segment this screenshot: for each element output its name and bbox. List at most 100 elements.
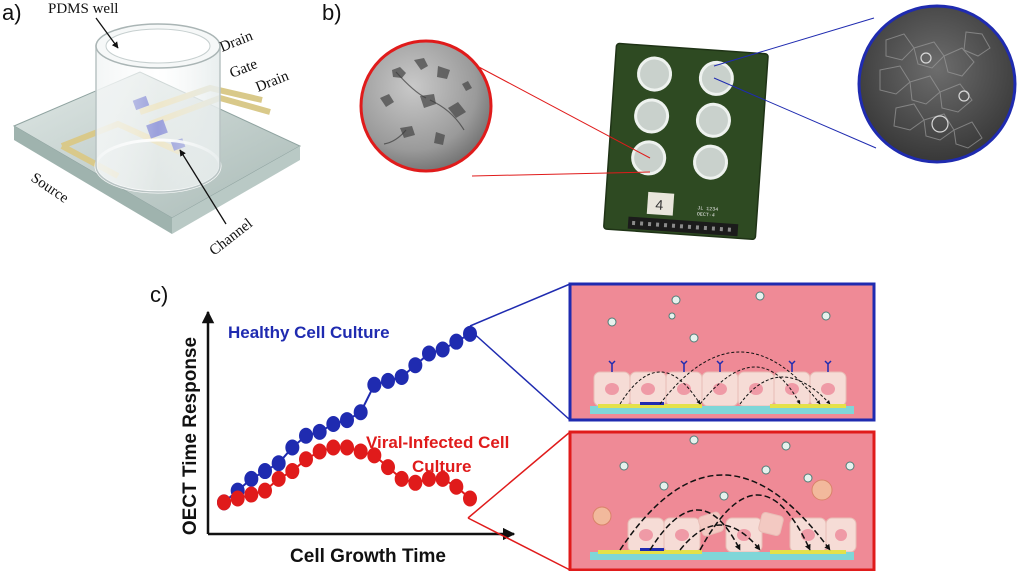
series-0-point-5 <box>285 439 300 456</box>
panel-letter-b: b) <box>322 0 342 25</box>
infected-series-label-line-1: Viral-Infected Cell <box>366 433 509 452</box>
healthy-receptors <box>608 360 832 372</box>
series-0-point-11 <box>367 376 382 393</box>
healthy-electrode-right <box>770 404 846 408</box>
board-well-6 <box>693 144 729 180</box>
series-1-point-18 <box>463 490 477 507</box>
series-1-point-0 <box>217 494 231 511</box>
series-0-point-9 <box>340 412 354 429</box>
series-1-point-9 <box>340 439 354 456</box>
healthy-cell-nuclei <box>920 52 970 133</box>
pdms-well-body <box>95 45 221 193</box>
series-1-point-14 <box>408 474 423 491</box>
board-well-1 <box>637 56 673 92</box>
board-well-4 <box>695 102 731 138</box>
board-connector-pins <box>631 220 732 232</box>
panel-letter-c: c) <box>150 282 168 307</box>
response-panel: c) OECT Time Response Cell Growth Time H… <box>150 282 876 571</box>
series-0-point-10 <box>353 404 368 421</box>
series-1-point-4 <box>271 470 286 487</box>
series-0-point-2 <box>244 470 259 487</box>
chart-series <box>217 325 477 511</box>
series-0-point-6 <box>299 427 313 444</box>
label-source: Source <box>28 170 72 207</box>
board-wells <box>631 56 734 180</box>
y-axis-title: OECT Time Response <box>180 337 201 535</box>
healthy-micrograph-border <box>857 4 1017 164</box>
infected-ion-paths <box>619 474 831 551</box>
pdms-well-inner <box>105 28 211 64</box>
channel-pointer <box>179 149 227 225</box>
series-1-point-1 <box>230 490 245 507</box>
infected-micrograph <box>359 39 493 173</box>
healthy-virus-particles <box>607 291 831 343</box>
zoom-line-blue-bottom <box>713 77 877 149</box>
healthy-connector-bottom <box>469 329 571 421</box>
svg-text:OECT-4: OECT-4 <box>697 211 715 218</box>
label-pdms-well: PDMS well <box>48 1 118 17</box>
series-1-point-11 <box>367 447 382 464</box>
panel-letter-a: a) <box>2 0 22 25</box>
label-channel: Channel <box>207 216 256 259</box>
series-0-point-17 <box>449 333 464 350</box>
series-1-point-15 <box>422 470 436 487</box>
infected-virus-particles <box>619 435 855 501</box>
series-1-point-6 <box>299 451 313 468</box>
glass-slide-edge-right <box>172 146 300 234</box>
healthy-culture-schematic <box>568 282 876 422</box>
healthy-substrate <box>590 406 854 414</box>
healthy-channel <box>640 402 664 405</box>
board-well-2 <box>698 60 734 96</box>
series-0-point-7 <box>312 423 327 440</box>
x-axis-title: Cell Growth Time <box>290 546 446 567</box>
board-label-area <box>646 191 675 216</box>
healthy-series-label: Healthy Cell Culture <box>228 323 390 342</box>
infected-series-label-line-2: Culture <box>412 457 472 476</box>
device-photo-panel: b) 4 JL 1234 OECT-4 <box>322 0 1017 241</box>
series-0-point-15 <box>422 345 436 362</box>
zoom-line-red-bottom <box>471 171 651 177</box>
device-illustration: a) PDMS well Drain Gate Drain Source Cha… <box>2 0 302 259</box>
series-1-point-13 <box>394 470 409 487</box>
zoom-line-blue-top <box>713 17 875 67</box>
circuit-board <box>603 42 769 241</box>
svg-text:JL 1234: JL 1234 <box>697 205 718 212</box>
glass-slide-edge <box>14 126 172 234</box>
board-number: 4 <box>655 196 664 213</box>
infected-series-label: Viral-Infected Cell Culture <box>366 433 514 476</box>
series-0-point-18 <box>463 325 477 342</box>
series-0-point-13 <box>394 368 409 385</box>
series-1-point-2 <box>244 486 259 503</box>
series-0-point-14 <box>408 357 423 374</box>
series-1-point-8 <box>326 439 341 456</box>
infected-culture-schematic <box>568 430 876 571</box>
series-1-point-16 <box>435 470 450 487</box>
series-0-point-12 <box>381 372 395 389</box>
series-0-point-3 <box>258 463 272 480</box>
infected-substrate <box>590 552 854 560</box>
circuit-board-photo: 4 JL 1234 OECT-4 <box>603 42 769 241</box>
zoom-line-red-top <box>461 57 651 159</box>
pdms-well-pointer <box>95 17 119 49</box>
healthy-connector-top <box>469 283 571 327</box>
label-drain-top: Drain <box>218 28 256 56</box>
healthy-cell-nuclei-schematic <box>605 383 835 395</box>
infected-connector-top <box>467 431 571 519</box>
label-drain-right: Drain <box>254 68 292 96</box>
infected-blebbing-cells <box>592 479 833 526</box>
board-silkscreen: JL 1234 OECT-4 <box>697 205 719 218</box>
series-1-point-17 <box>449 478 464 495</box>
series-1-point-10 <box>353 443 368 460</box>
series-1-point-5 <box>285 463 300 480</box>
board-well-3 <box>634 98 670 134</box>
healthy-micrograph <box>857 4 1017 164</box>
infected-channel <box>640 548 664 551</box>
healthy-electrode-left <box>598 404 702 408</box>
healthy-cell-monolayer <box>879 31 991 149</box>
infected-connector-bottom <box>467 517 571 571</box>
infected-cell-filaments <box>383 71 465 145</box>
series-1-point-7 <box>312 443 327 460</box>
series-1-point-3 <box>258 482 272 499</box>
healthy-micrograph-image <box>859 6 1015 162</box>
series-1-point-12 <box>381 459 395 476</box>
